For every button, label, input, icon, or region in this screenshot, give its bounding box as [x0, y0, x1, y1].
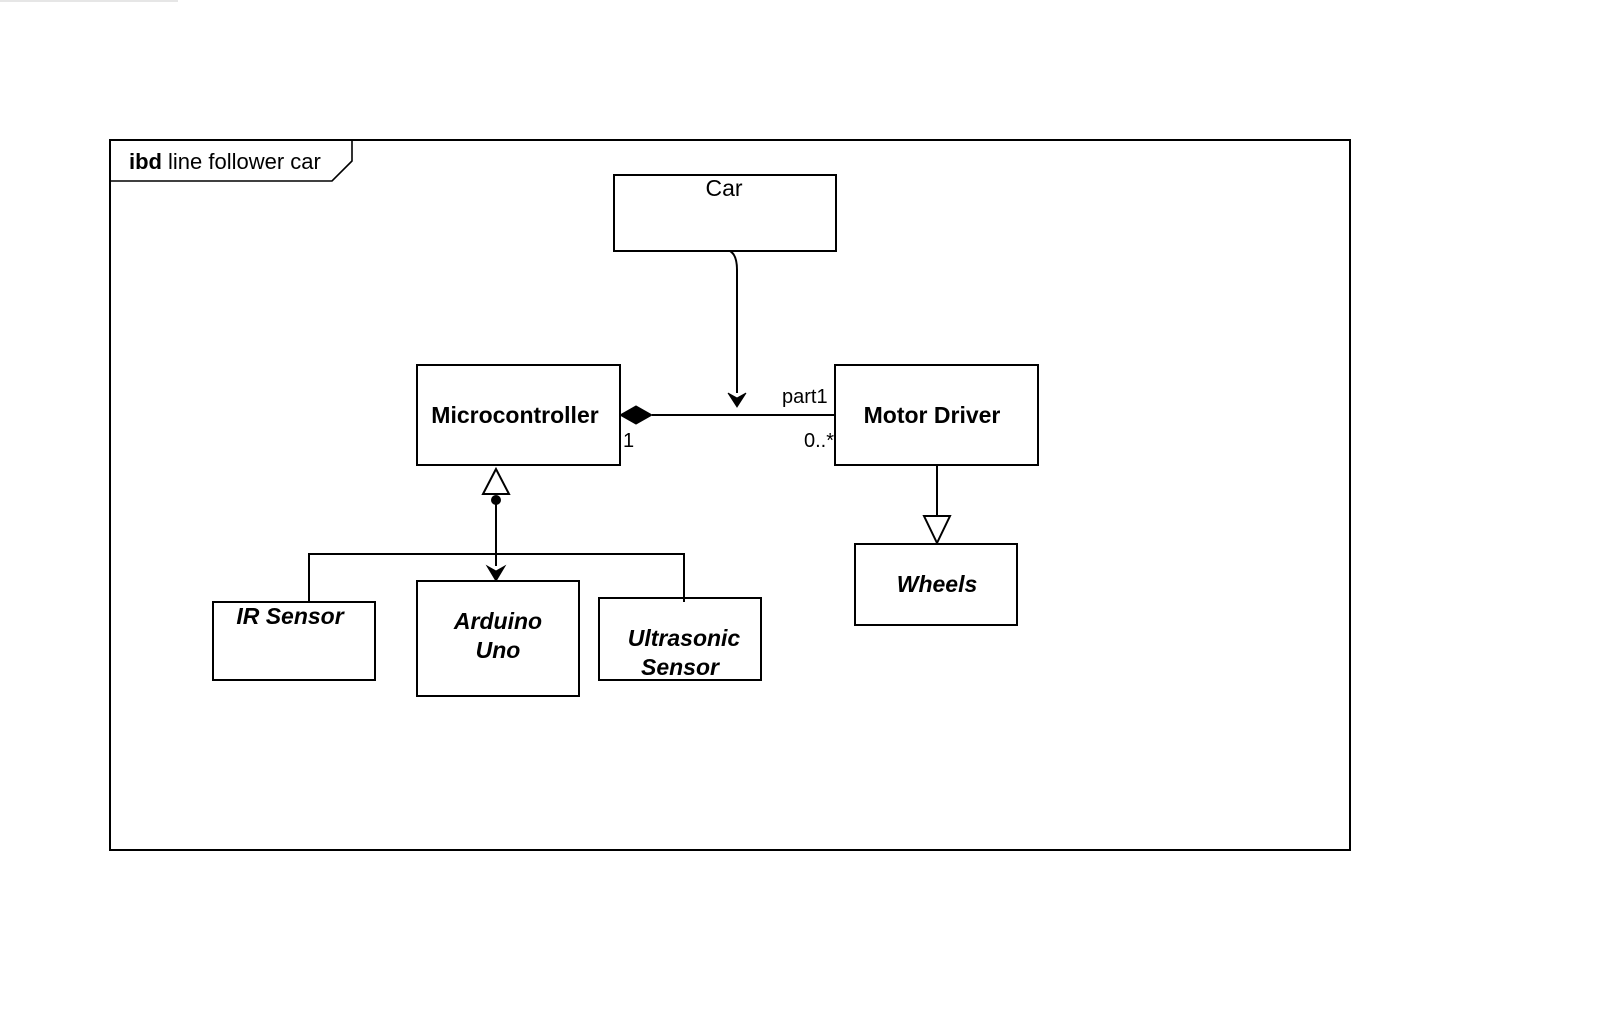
- generalization-triangle-wheels: [922, 515, 952, 546]
- frame-name: line follower car: [168, 149, 321, 174]
- car-connector-arrowhead: [727, 392, 747, 408]
- top-edge-line: [0, 0, 178, 2]
- association-role-label: part1: [782, 386, 828, 408]
- block-arduino-label-line2: Uno: [476, 637, 521, 663]
- block-motor-driver[interactable]: Motor Driver: [834, 364, 1039, 466]
- block-car[interactable]: Car: [613, 174, 837, 252]
- generalization-junction-dot: [491, 495, 501, 505]
- block-microcontroller-box: [416, 364, 621, 466]
- frame-name-tab: [110, 139, 353, 182]
- block-car-label: Car: [705, 175, 742, 201]
- block-ir-sensor-label: IR Sensor: [236, 603, 344, 629]
- composition-diamond: [618, 405, 654, 425]
- connectors: [308, 250, 952, 602]
- frame-border: [109, 139, 1351, 851]
- generalization-branch-bar: [308, 553, 685, 602]
- block-arduino-label-line1: Arduino: [453, 608, 542, 634]
- block-ir-sensor[interactable]: IR Sensor: [212, 601, 376, 681]
- block-microcontroller[interactable]: Microcontroller: [416, 364, 621, 466]
- block-arduino-uno-box: [416, 580, 580, 697]
- block-wheels-box: [854, 543, 1018, 626]
- block-ultrasonic-sensor-box: [598, 597, 762, 681]
- generalization-triangle-microcontroller: [481, 466, 511, 495]
- block-ultrasonic-sensor[interactable]: Ultrasonic Sensor: [598, 597, 762, 681]
- block-wheels[interactable]: Wheels: [854, 543, 1018, 626]
- block-arduino-uno[interactable]: Arduino Uno: [416, 580, 580, 697]
- frame-keyword: ibd: [129, 149, 162, 174]
- block-microcontroller-label: Microcontroller: [431, 402, 598, 428]
- car-connector-line: [729, 250, 738, 393]
- block-ultrasonic-label-line1: Ultrasonic: [628, 625, 741, 651]
- block-ir-sensor-box: [212, 601, 376, 681]
- block-ultrasonic-label-line2: Sensor: [641, 654, 720, 680]
- target-multiplicity-label: 0..*: [804, 430, 834, 452]
- source-multiplicity-label: 1: [623, 430, 634, 452]
- block-car-box: [613, 174, 837, 252]
- block-motor-driver-label: Motor Driver: [864, 402, 1001, 428]
- block-motor-driver-box: [834, 364, 1039, 466]
- arduino-arrowhead: [485, 564, 507, 582]
- block-wheels-label: Wheels: [897, 571, 978, 597]
